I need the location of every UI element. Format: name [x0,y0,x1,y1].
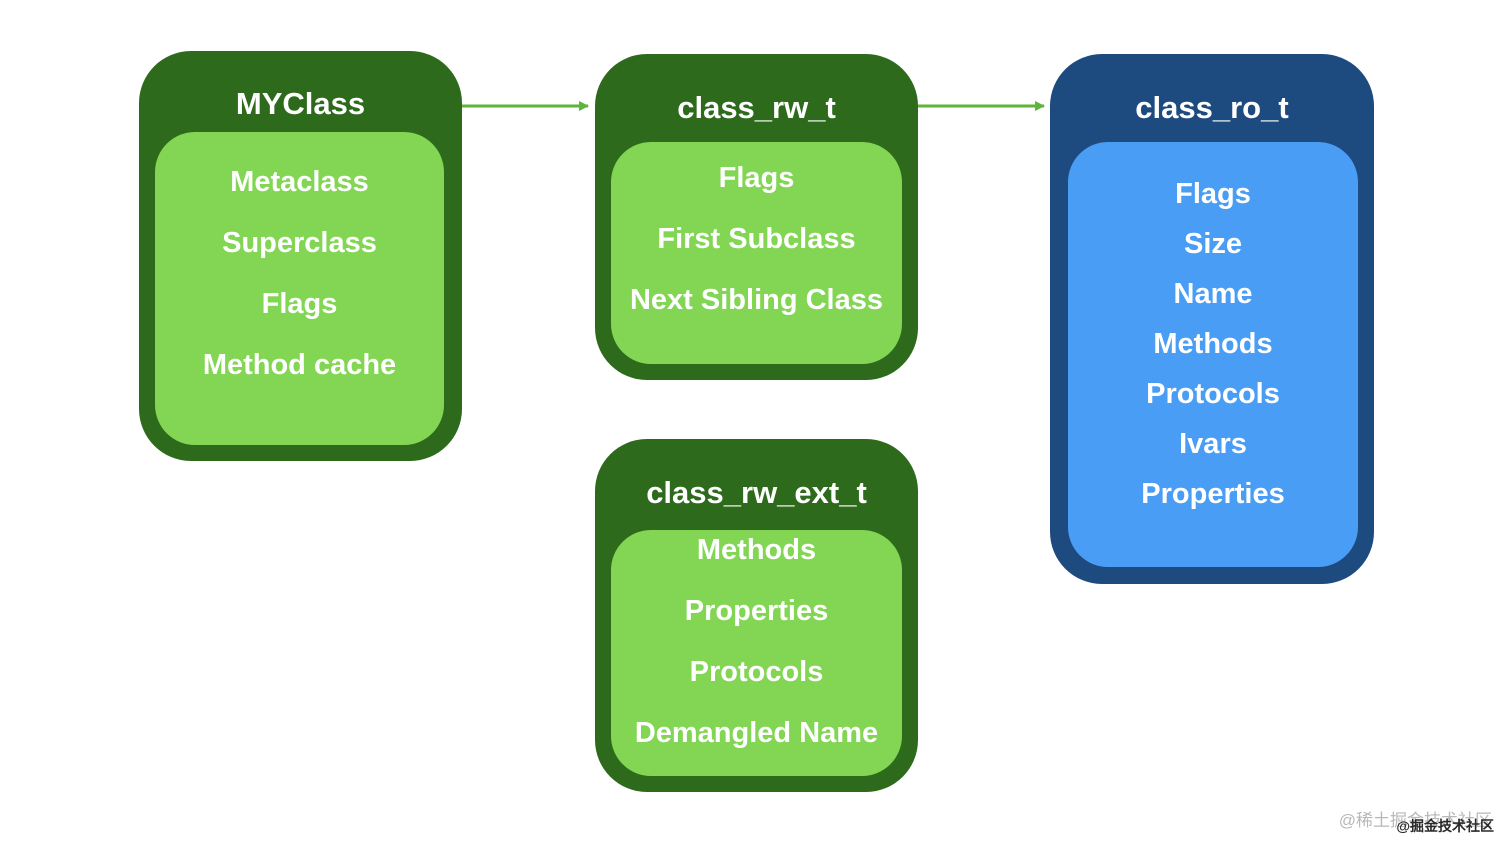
myclass-field-list: Metaclass Superclass Flags Method cache [155,166,444,410]
field-methods: Methods [1153,328,1273,360]
class-rw-ext-t-box: class_rw_ext_t Methods Properties Protoc… [595,439,918,792]
field-demangled-name: Demangled Name [634,717,879,749]
watermark: @稀土掘金技术社区 [1338,811,1492,830]
field-first-subclass: First Subclass [657,223,856,255]
myclass-box: MYClass Metaclass Superclass Flags Metho… [139,51,462,461]
field-methods: Methods [696,534,817,566]
field-flags: Flags [261,288,338,320]
class-rw-t-box: class_rw_t Flags First Subclass Next Sib… [595,54,918,380]
class-ro-t-field-list: Flags Size Name Methods Protocols Ivars … [1068,178,1358,528]
field-next-sibling-class: Next Sibling Class [629,284,883,316]
class-ro-t-box: class_ro_t Flags Size Name Methods Proto… [1050,54,1374,584]
class-rw-ext-t-field-list: Methods Properties Protocols Demangled N… [611,534,902,778]
field-properties: Properties [1141,478,1285,510]
watermark-overlay: @掘金技术社区 [1396,818,1494,834]
myclass-title: MYClass [235,86,366,121]
myclass-fields-panel: Metaclass Superclass Flags Method cache [155,132,444,445]
field-metaclass: Metaclass [230,166,369,198]
field-ivars: Ivars [1179,428,1247,460]
class-rw-t-title: class_rw_t [677,90,836,125]
field-method-cache: Method cache [202,349,397,381]
field-protocols: Protocols [689,656,824,688]
field-protocols: Protocols [1146,378,1280,410]
class-rw-ext-t-title: class_rw_ext_t [646,475,867,510]
field-superclass: Superclass [222,227,377,259]
class-rw-t-field-list: Flags First Subclass Next Sibling Class [611,162,902,345]
class-rw-t-fields-panel: Flags First Subclass Next Sibling Class [611,142,902,364]
class-ro-t-fields-panel: Flags Size Name Methods Protocols Ivars … [1068,142,1358,567]
class-ro-t-title: class_ro_t [1135,90,1289,125]
field-properties: Properties [684,595,829,627]
field-flags: Flags [1175,178,1251,210]
field-size: Size [1183,228,1243,260]
field-flags: Flags [718,162,795,194]
class-rw-ext-t-fields-panel: Methods Properties Protocols Demangled N… [611,530,902,776]
field-name: Name [1173,278,1253,310]
